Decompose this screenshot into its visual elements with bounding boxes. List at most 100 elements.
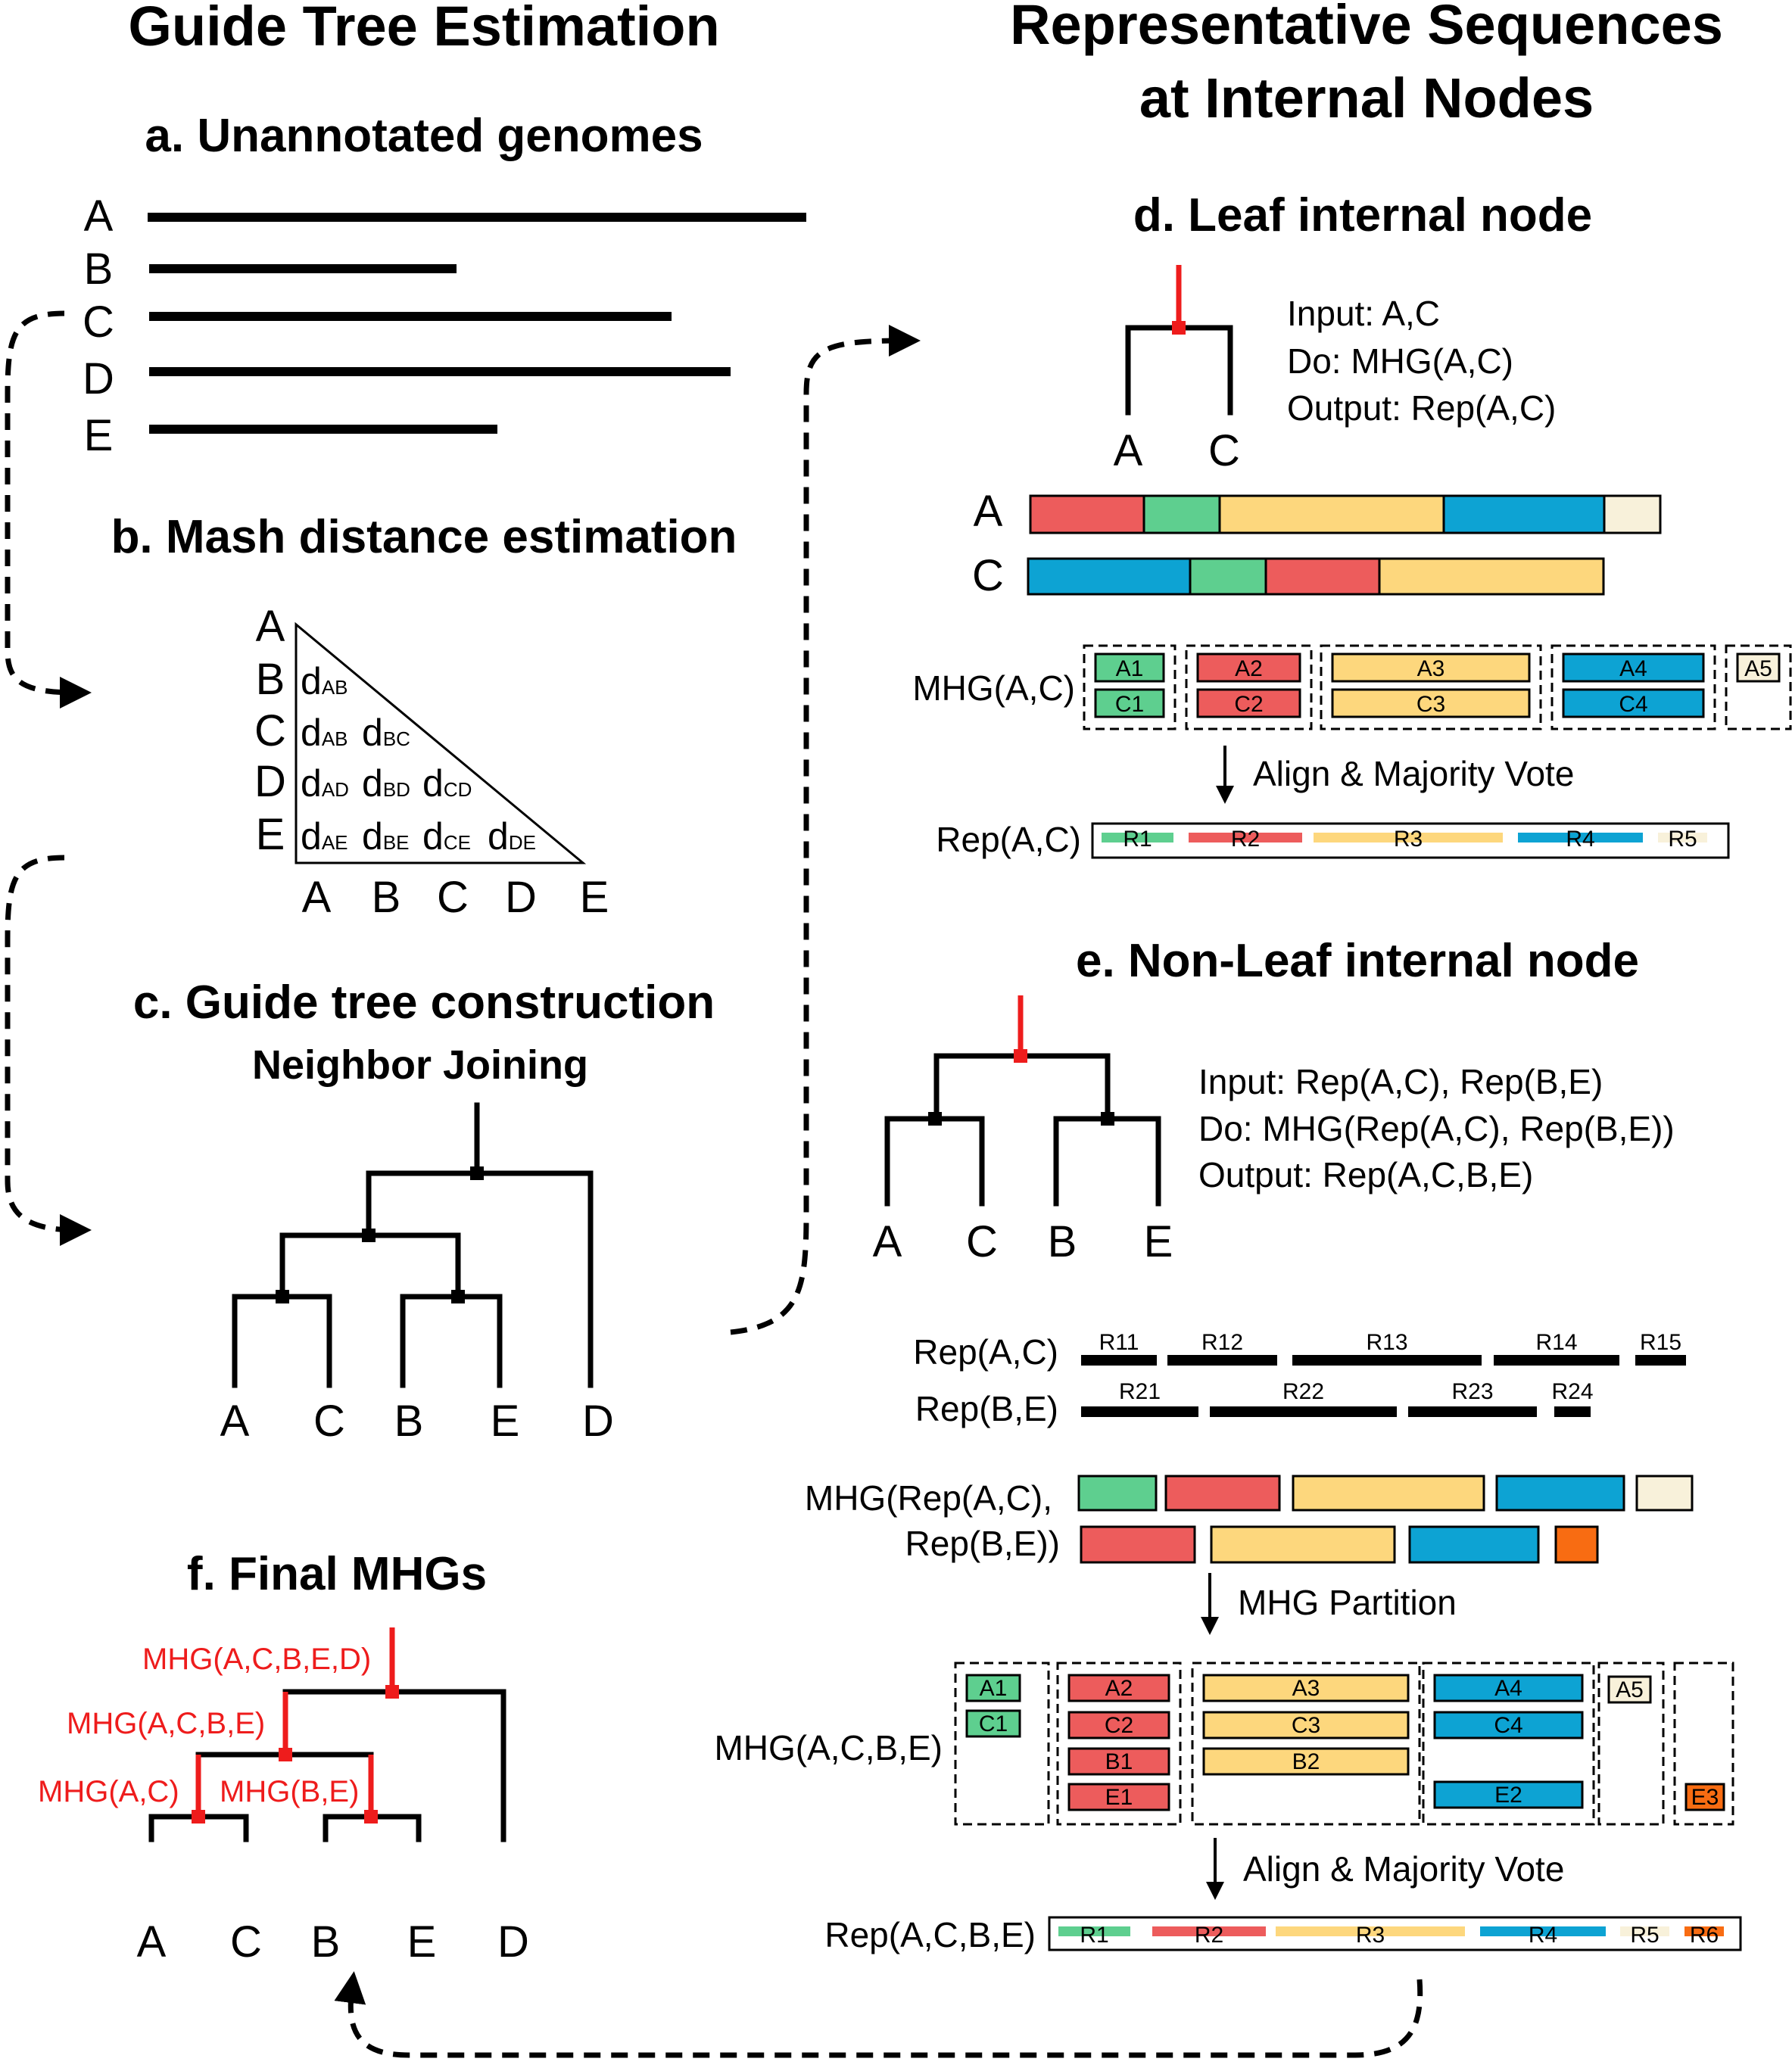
d-leaf-c: C xyxy=(1208,426,1240,475)
d-mhg-block-a1 xyxy=(1094,652,1165,683)
e-leaf-c: C xyxy=(966,1217,998,1266)
d-seq-a-block xyxy=(1029,494,1145,534)
panel-d: d. Leaf internal node A C Input: A,C Do:… xyxy=(912,189,1792,859)
e-partition-block-label: A5 xyxy=(1616,1677,1644,1702)
e-partition-block-label: E1 xyxy=(1105,1785,1133,1810)
panel-c: c. Guide tree construction Neighbor Join… xyxy=(133,976,715,1446)
d-rep-segment-label: R4 xyxy=(1566,827,1594,852)
d-rep-segment-label: R1 xyxy=(1123,827,1152,852)
e-mhg-block xyxy=(1164,1475,1281,1512)
e-rep2-segment-label: R21 xyxy=(1119,1379,1161,1404)
e-partition-block-label: A1 xyxy=(980,1676,1008,1701)
matrix-row-label-a: A xyxy=(256,602,285,651)
e-partition-block-c4 xyxy=(1433,1711,1584,1739)
leaf-label-d: D xyxy=(582,1397,614,1446)
e-partition-block-label: C1 xyxy=(979,1711,1008,1736)
d-seq-a-block xyxy=(1442,494,1606,534)
e-partition-group-box xyxy=(1056,1662,1182,1826)
matrix-cell-dad: dAD xyxy=(301,762,349,805)
matrix-row-label-c: C xyxy=(254,706,286,755)
title-representative-sequences: Representative Sequences xyxy=(1010,0,1723,56)
e-mhg-block xyxy=(1495,1475,1625,1512)
e-rep2-segment xyxy=(1554,1406,1591,1417)
e-partition-block-label: A3 xyxy=(1292,1676,1320,1701)
d-rep-segment xyxy=(1658,833,1707,842)
d-mhg-group-box xyxy=(1550,644,1716,730)
e-mhg-block xyxy=(1554,1525,1599,1564)
e-partition-block-b1 xyxy=(1067,1747,1170,1776)
genome-label-c: C xyxy=(83,297,114,347)
e-rep2-segment xyxy=(1210,1406,1397,1417)
e-partition-block-label: A2 xyxy=(1105,1676,1133,1701)
e-partition-block-c1 xyxy=(965,1709,1021,1738)
e-rep-segment-label: R3 xyxy=(1356,1923,1385,1948)
matrix-col-label-e: E xyxy=(580,873,609,922)
e-partition-block-a1 xyxy=(965,1674,1021,1702)
panel-c-subtitle: Neighbor Joining xyxy=(252,1042,588,1088)
e-rep1-segment-label: R13 xyxy=(1366,1330,1407,1355)
final-leaf-a: A xyxy=(137,1917,167,1967)
panel-c-title: c. Guide tree construction xyxy=(133,976,715,1029)
flow-arrow-e-to-f xyxy=(334,1971,1423,2058)
matrix-row-label-d: D xyxy=(254,757,286,806)
d-mhg-block-label: C1 xyxy=(1115,692,1144,717)
e-rep1-segment xyxy=(1167,1355,1277,1366)
genome-label-d: D xyxy=(83,354,114,403)
d-mhg-block-label: C3 xyxy=(1416,692,1445,717)
d-rep-segment-label: R2 xyxy=(1231,827,1260,852)
panel-a-title: a. Unannotated genomes xyxy=(145,110,703,162)
e-rep-segment-label: R1 xyxy=(1080,1923,1108,1948)
e-rep-segment xyxy=(1620,1926,1669,1936)
d-rep-segment xyxy=(1102,833,1173,842)
leaf-node-red-node xyxy=(1172,321,1186,335)
d-rep-label: Rep(A,C) xyxy=(936,820,1081,859)
d-seq-label-a: A xyxy=(974,487,1003,536)
e-mhg-label-line2: Rep(B,E)) xyxy=(905,1524,1060,1563)
d-mhg-block-c4 xyxy=(1562,688,1705,718)
final-label-be: MHG(B,E) xyxy=(220,1775,359,1808)
leaf-label-e: E xyxy=(491,1397,520,1446)
d-leaf-a: A xyxy=(1114,426,1143,475)
d-seq-a-block xyxy=(1142,494,1221,534)
e-partition-block-label: C2 xyxy=(1105,1713,1133,1738)
nonleaf-red-node xyxy=(1014,1049,1027,1063)
matrix-cell-dab: dAB xyxy=(301,660,348,702)
e-step1-label: MHG Partition xyxy=(1238,1583,1457,1622)
matrix-cell-dce: dCE xyxy=(422,815,471,858)
final-node-root xyxy=(385,1685,399,1699)
final-label-ac: MHG(A,C) xyxy=(38,1775,179,1808)
d-mhg-group-box xyxy=(1320,644,1542,730)
matrix-cell-dbc: dBC xyxy=(362,712,410,754)
matrix-row-label-b: B xyxy=(256,655,285,704)
matrix-cell-dde: dDE xyxy=(488,815,536,858)
e-rep-segment-label: R6 xyxy=(1690,1923,1719,1948)
matrix-col-label-d: D xyxy=(505,873,537,922)
e-rep-segment xyxy=(1152,1926,1266,1936)
genome-label-a: A xyxy=(84,192,114,241)
panel-f-title: f. Final MHGs xyxy=(187,1548,487,1600)
e-partition-block-e3 xyxy=(1684,1783,1725,1811)
e-partition-block-a5 xyxy=(1607,1675,1652,1704)
d-info-output: Output: Rep(A,C) xyxy=(1287,388,1556,428)
e-mhg-block xyxy=(1080,1525,1196,1564)
d-mhg-block-label: C2 xyxy=(1234,692,1263,717)
e-mhg-block xyxy=(1077,1475,1158,1512)
matrix-cell-dbe: dBE xyxy=(362,815,410,858)
matrix-col-label-a: A xyxy=(302,873,332,922)
d-seq-c-block xyxy=(1027,557,1192,596)
d-rep-segment-label: R3 xyxy=(1394,827,1423,852)
e-mhg-label-line1: MHG(Rep(A,C), xyxy=(805,1478,1052,1518)
d-mhg-block-label: A5 xyxy=(1744,656,1772,681)
d-mhg-block-c2 xyxy=(1196,688,1301,718)
matrix-col-label-c: C xyxy=(437,873,469,922)
e-partition-label: MHG(A,C,B,E) xyxy=(714,1728,943,1767)
matrix-cell-dcd: dCD xyxy=(422,762,472,805)
e-partition-block-label: A4 xyxy=(1494,1676,1522,1701)
d-mhg-block-c1 xyxy=(1094,688,1165,718)
d-rep-segment xyxy=(1189,833,1302,842)
e-rep-label: Rep(A,C,B,E) xyxy=(824,1915,1036,1954)
d-mhg-group-box xyxy=(1083,644,1176,730)
e-leaf-e: E xyxy=(1144,1217,1173,1266)
